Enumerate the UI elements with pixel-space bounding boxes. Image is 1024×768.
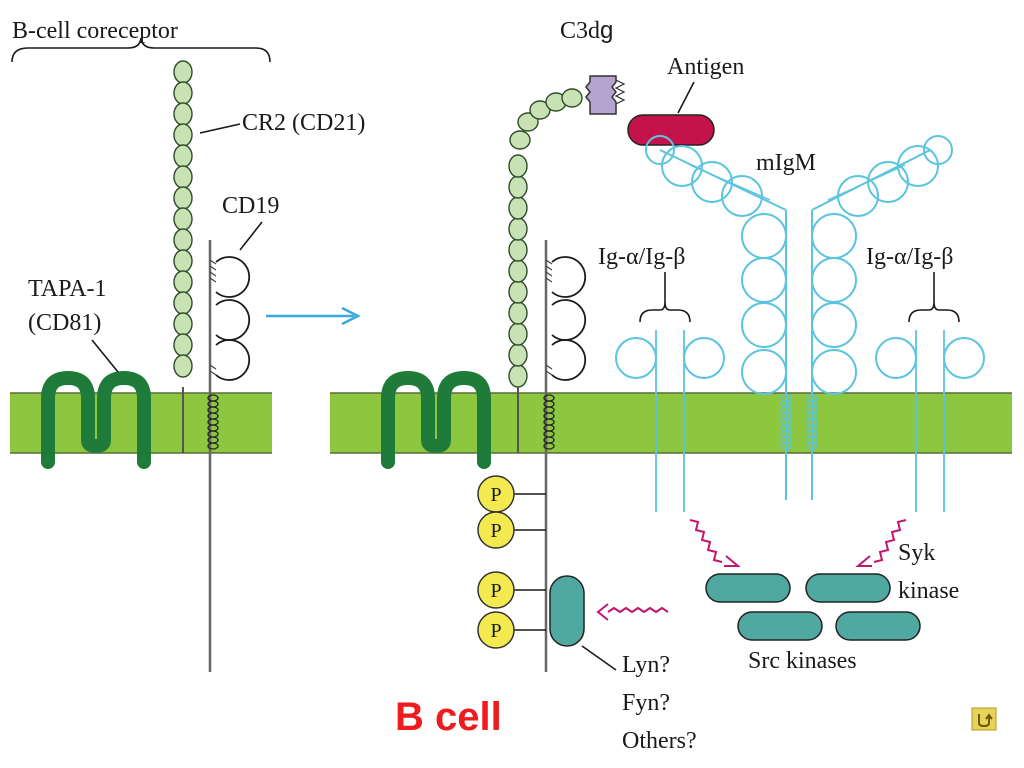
syk-kinase-2 xyxy=(805,573,891,603)
ig-ab-label-right: Ig-α/Ig-β xyxy=(866,244,953,270)
fyn-label: Fyn? xyxy=(622,690,670,716)
syk-label-line1: Syk xyxy=(898,540,935,566)
src-kinase-2 xyxy=(835,611,921,641)
phospho-group: P P P P xyxy=(477,475,546,649)
tapa1-left xyxy=(41,371,151,469)
cr2-label: CR2 (CD21) xyxy=(242,110,365,136)
c3dg-label: C3dg xyxy=(560,17,613,44)
return-icon xyxy=(978,713,993,728)
cd19-tm-coil-left xyxy=(207,394,219,450)
cd19-tm-coil-right xyxy=(543,394,555,450)
return-button[interactable] xyxy=(971,707,997,731)
migm-label: mIgM xyxy=(756,150,816,176)
signal-arrow-syk-left xyxy=(689,519,741,567)
antigen xyxy=(627,114,715,146)
cr2-chain xyxy=(173,60,193,378)
cr2-chain-right xyxy=(508,88,583,388)
cd19-label: CD19 xyxy=(222,193,279,219)
lyn-fyn-kinase xyxy=(549,575,585,647)
bcell-label: B cell xyxy=(395,695,502,739)
signal-arrow-syk-right xyxy=(855,519,907,567)
phospho-4: P xyxy=(477,611,515,649)
syk-kinase-1 xyxy=(705,573,791,603)
src-label: Src kinases xyxy=(748,648,857,674)
phospho-1: P xyxy=(477,475,515,513)
others-label: Others? xyxy=(622,728,697,754)
svg-text:P: P xyxy=(490,520,501,542)
migm-receptor xyxy=(615,135,985,512)
tapa1-label-line1: TAPA-1 xyxy=(28,276,107,302)
phospho-2: P xyxy=(477,511,515,549)
coreceptor-brace xyxy=(11,37,271,63)
antigen-label: Antigen xyxy=(667,54,744,80)
phospho-3: P xyxy=(477,571,515,609)
tapa1-label-line2: (CD81) xyxy=(28,310,101,336)
syk-label-line2: kinase xyxy=(898,578,959,604)
svg-text:P: P xyxy=(490,580,501,602)
src-kinase-1 xyxy=(737,611,823,641)
svg-text:P: P xyxy=(490,484,501,506)
svg-text:P: P xyxy=(490,620,501,642)
lyn-label: Lyn? xyxy=(622,652,670,678)
c3dg xyxy=(585,75,626,115)
coreceptor-label: B-cell coreceptor xyxy=(12,18,178,44)
ig-ab-label-left: Ig-α/Ig-β xyxy=(598,244,685,270)
signal-arrow-lyn xyxy=(596,603,669,621)
tapa1-right xyxy=(381,371,491,469)
cd19-domains-right xyxy=(551,256,587,381)
cd19-domains-left xyxy=(215,256,251,381)
